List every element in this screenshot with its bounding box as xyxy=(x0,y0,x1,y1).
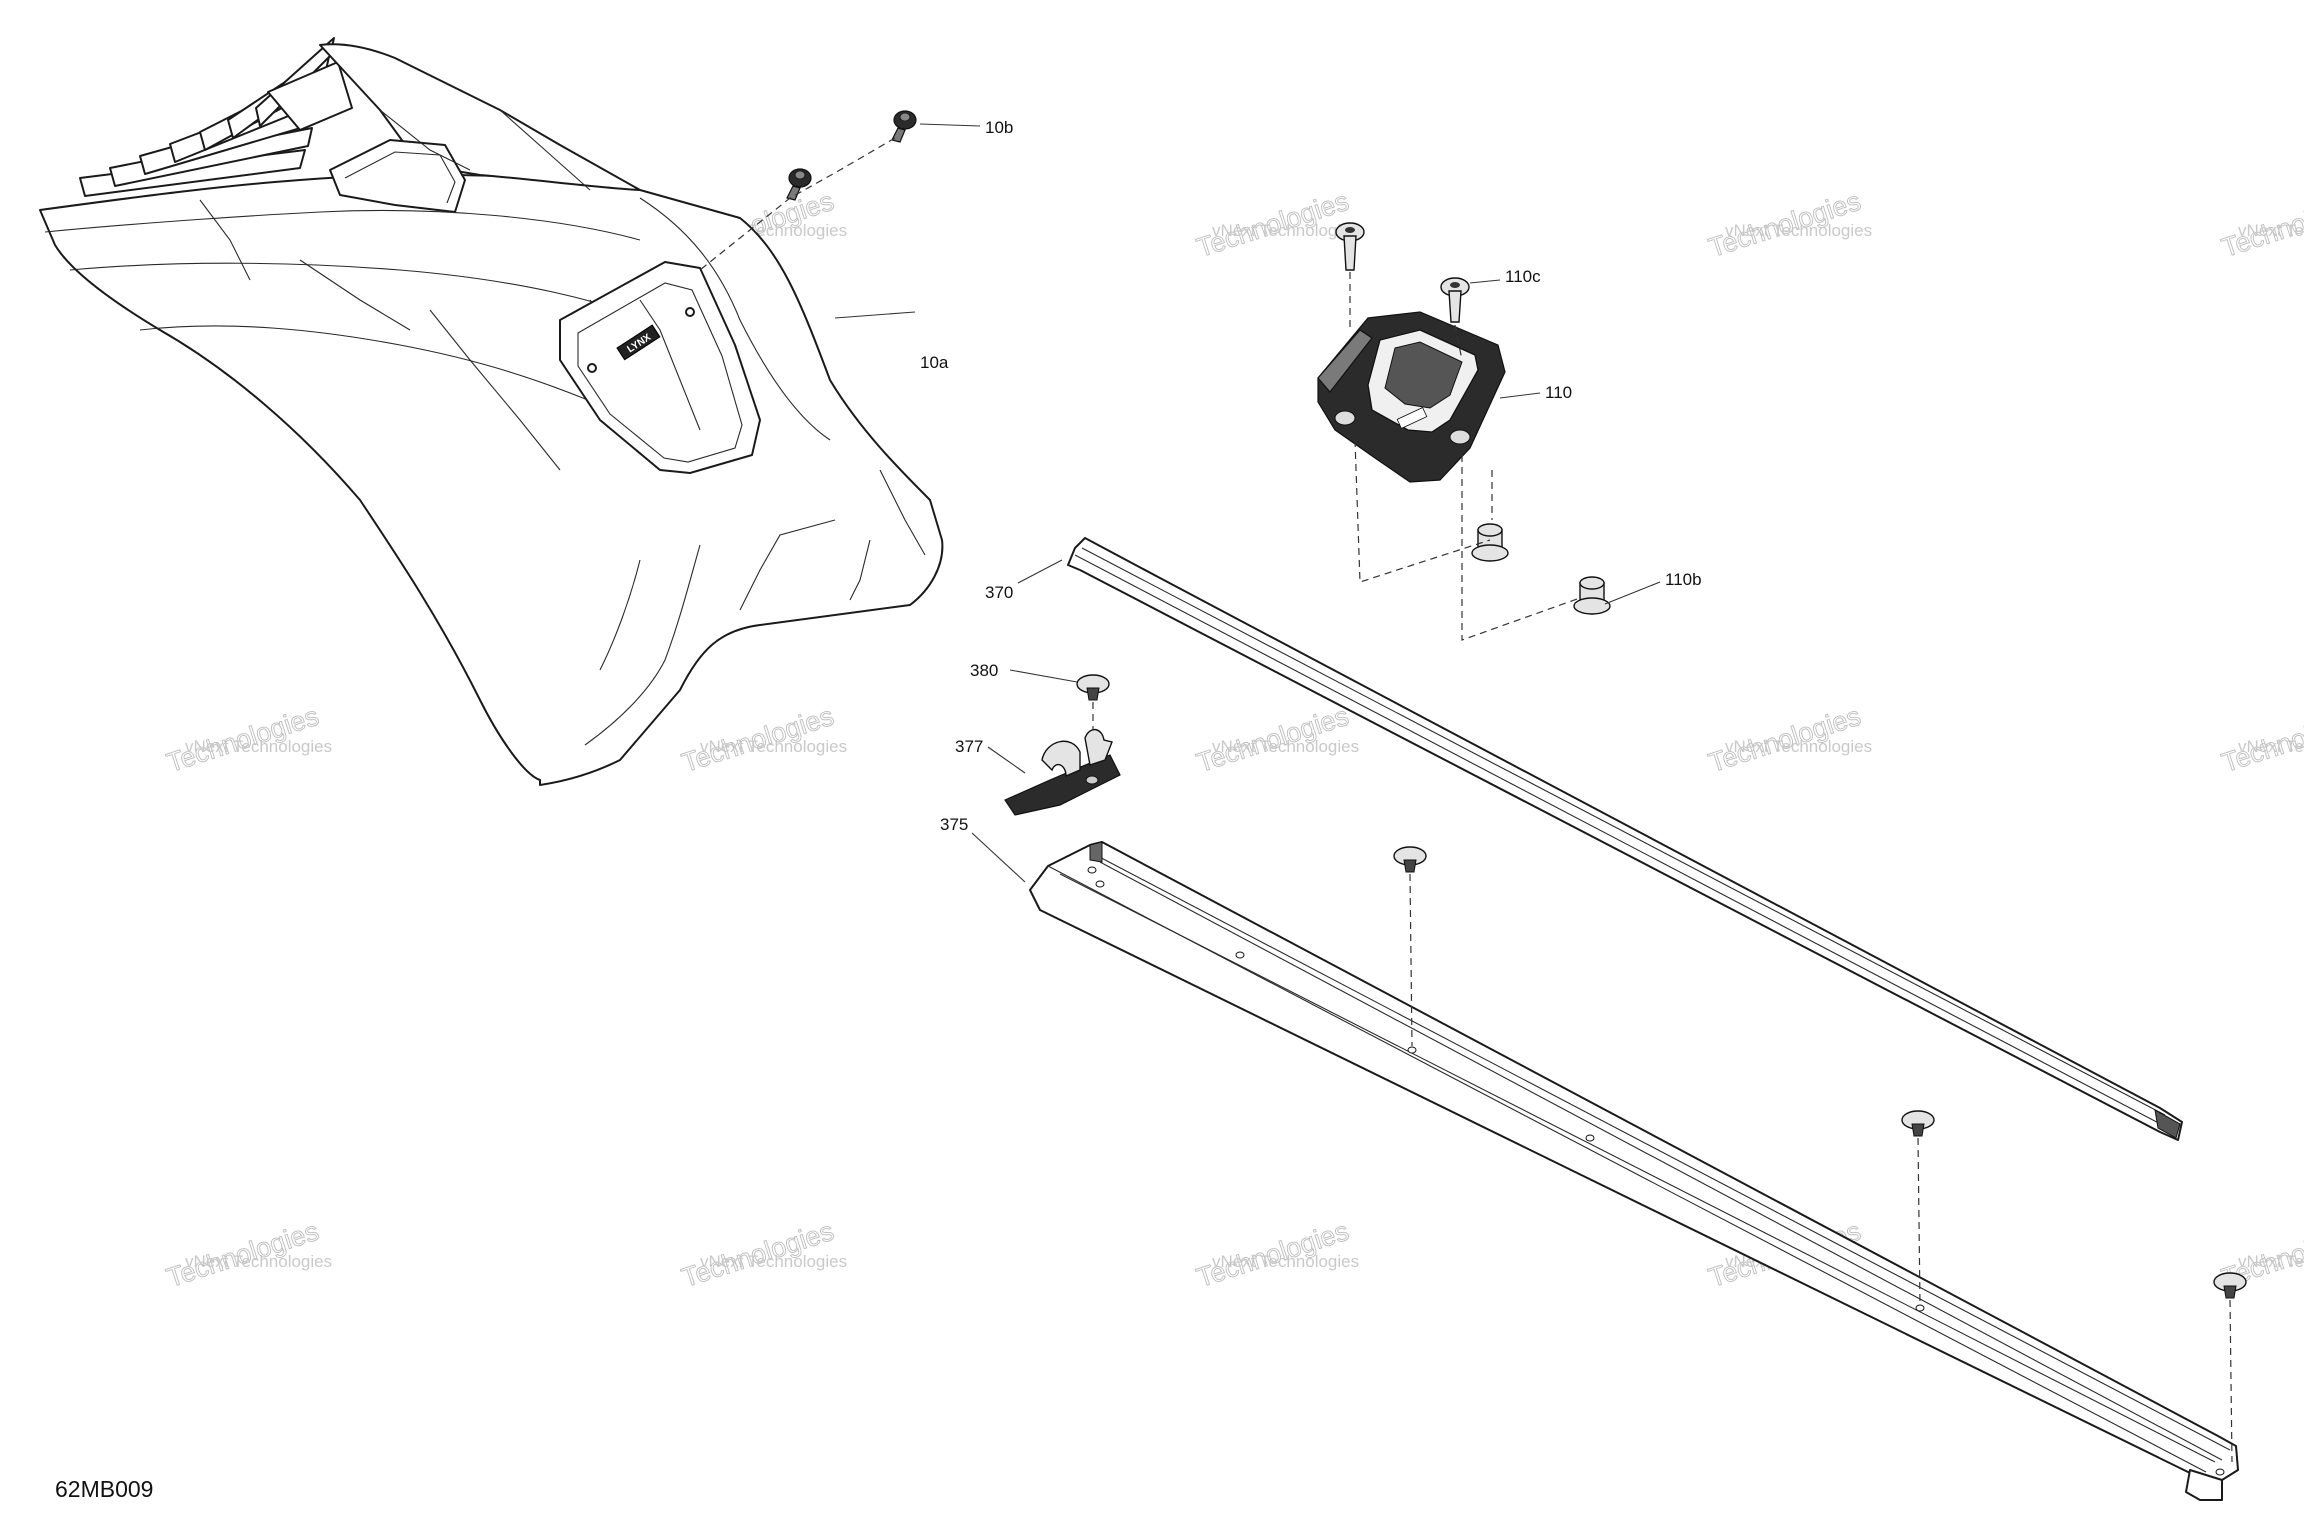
watermark-text: vNext Technologies xyxy=(1212,737,1359,756)
watermark-text: vNext Technologies xyxy=(1212,221,1359,240)
callout-370[interactable]: 370 xyxy=(985,583,1013,602)
rail-screw-3-centerline xyxy=(2229,1299,2233,1463)
watermark-text: vNext Technologies xyxy=(1725,221,1872,240)
rail-screw-1-centerline xyxy=(1409,873,1413,1047)
diagram-code: 62MB009 xyxy=(55,1476,153,1502)
rail-screw-2-centerline xyxy=(1917,1137,1921,1306)
callout-10b[interactable]: 10b xyxy=(985,118,1013,137)
rail-screw-3[interactable] xyxy=(2213,1272,2247,1299)
watermark-text: vNext Technologies xyxy=(2238,1252,2304,1271)
rail-screw-1[interactable] xyxy=(1393,846,1427,873)
screw-110c-right[interactable] xyxy=(1440,277,1470,323)
panel-top-fin xyxy=(319,43,641,191)
watermark-text: vNext Technologies xyxy=(1212,1252,1359,1271)
callout-110[interactable]: 110 xyxy=(1545,383,1572,402)
nut-110b-right[interactable] xyxy=(1573,576,1611,615)
callout-377[interactable]: 377 xyxy=(955,737,983,756)
lower-rail-375[interactable] xyxy=(1029,841,2239,1501)
panel-top-recess xyxy=(329,139,466,213)
watermark-text: vNext Technologies xyxy=(185,1252,332,1271)
bracket-110[interactable] xyxy=(1317,311,1506,483)
fastener-10b-lower[interactable] xyxy=(786,168,812,201)
panel-louvers xyxy=(79,37,353,197)
panel-body xyxy=(39,173,944,786)
watermark-text: vNext Technologies xyxy=(2238,221,2304,240)
fastener-10b-upper[interactable] xyxy=(891,110,917,143)
watermark-text: vNext Technologies xyxy=(700,1252,847,1271)
watermark-text: vNext Technologies xyxy=(185,737,332,756)
callout-380[interactable]: 380 xyxy=(970,661,998,680)
rail-body xyxy=(1029,841,2239,1481)
callout-10a[interactable]: 10a xyxy=(920,353,949,372)
clip-377[interactable] xyxy=(1004,728,1121,816)
watermark-text: vNext Technologies xyxy=(700,737,847,756)
watermark-text: vNext Technologies xyxy=(1725,737,1872,756)
callout-375[interactable]: 375 xyxy=(940,815,968,834)
bracket-right-centerline xyxy=(1454,324,1581,641)
callout-110c[interactable]: 110c xyxy=(1505,267,1541,286)
rail-screw-2[interactable] xyxy=(1901,1110,1935,1137)
nut-110b-left[interactable] xyxy=(1471,523,1509,562)
watermark-text: vNext Technologies xyxy=(2238,737,2304,756)
callout-labels: 10b 10a 110c 110 110b 370 380 377 375 xyxy=(920,118,1702,834)
callout-110b[interactable]: 110b xyxy=(1665,570,1702,589)
trim-strip-370[interactable] xyxy=(1067,537,2183,1141)
bracket-left-centerline xyxy=(1349,272,1491,583)
callout-leaders xyxy=(834,123,1661,883)
front-panel-10a[interactable]: LYNX xyxy=(39,37,944,786)
screw-110c-left[interactable] xyxy=(1335,222,1365,271)
screw-380[interactable] xyxy=(1076,674,1110,701)
